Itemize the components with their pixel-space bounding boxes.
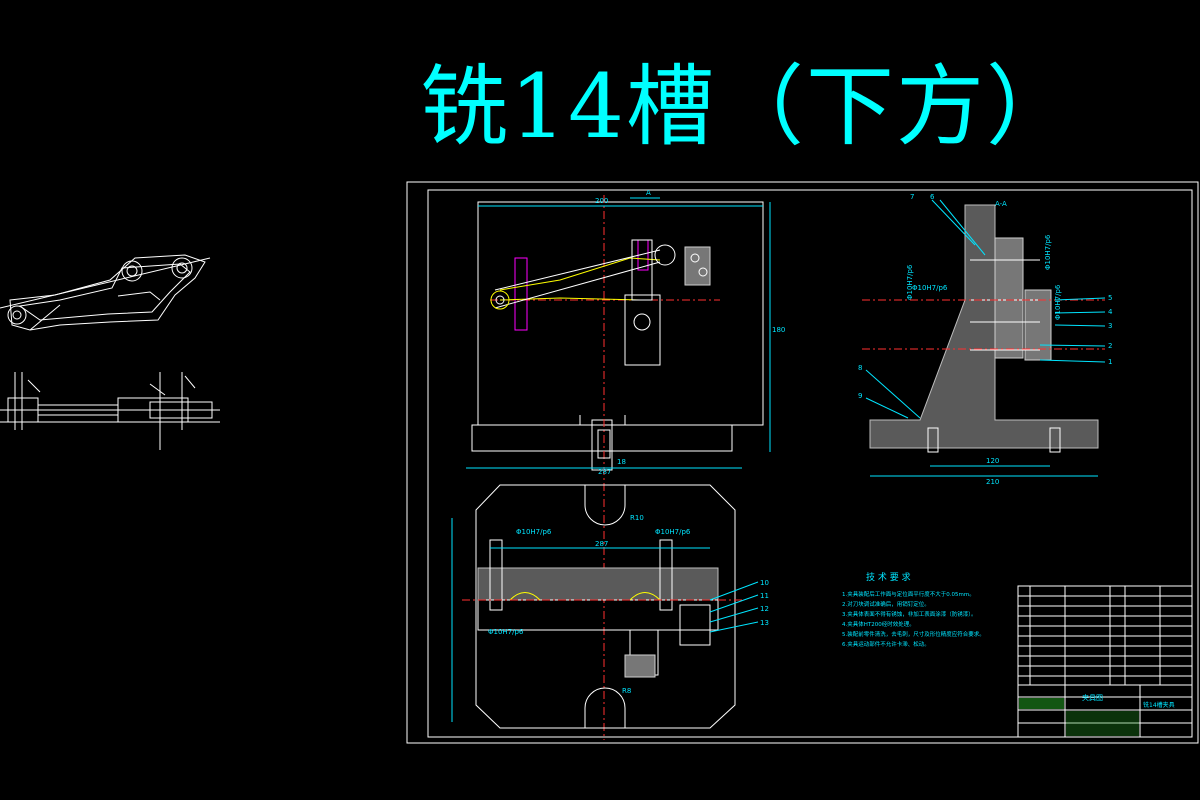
plan-fit-bottom: Φ10H7/p6 (488, 628, 524, 636)
tech-line-4: 4.夹具体HT200经时效处理。 (842, 620, 915, 628)
side-balloon-4: 4 (1108, 308, 1113, 316)
side-balloon-7: 7 (910, 193, 914, 201)
side-fit-4: Φ10H7/p6 (1054, 284, 1062, 320)
part-sketch-plan (0, 372, 220, 450)
side-balloon-2: 2 (1108, 342, 1112, 350)
title-block-part-name: 铣14槽夹具 (1143, 701, 1175, 709)
side-section-view: A-A 120 210 Φ10H7/p6 Φ10H7/p6 Φ10H7/p6 Φ… (858, 193, 1113, 486)
sheet-inner-frame (427, 189, 1193, 738)
section-marker-label: A (646, 189, 651, 197)
part-sketch-elevation (0, 254, 211, 331)
side-balloon-6: 6 (930, 193, 935, 201)
side-section-label: A-A (995, 200, 1007, 208)
plan-radius-bottom: R8 (622, 687, 631, 695)
plan-balloon-12: 12 (760, 605, 769, 613)
plan-fit-right: Φ10H7/p6 (655, 528, 691, 536)
side-balloon-8: 8 (858, 364, 862, 372)
plan-radius-top: R10 (630, 514, 644, 522)
side-balloon-3: 3 (1108, 322, 1112, 330)
side-fit-2: Φ10H7/p6 (912, 284, 948, 292)
side-balloon-9: 9 (858, 392, 862, 400)
plan-balloon-10: 10 (760, 579, 769, 587)
side-fit-3: Φ10H7/p6 (1044, 234, 1052, 270)
side-outer-dim: 210 (986, 478, 999, 486)
front-width-dim: 200 (595, 197, 608, 205)
plan-balloon-13: 13 (760, 619, 769, 627)
front-base-small-dim: 18 (617, 458, 626, 466)
tech-line-6: 6.夹具运动部件不允许卡滞、松动。 (842, 640, 930, 648)
sheet-outer-frame (406, 181, 1199, 744)
tech-line-1: 1.夹具装配后工作面与定位面平行度不大于0.05mm。 (842, 590, 975, 598)
side-balloon-1: 1 (1108, 358, 1112, 366)
front-view: 200 A 180 287 18 (466, 189, 785, 740)
tech-line-2: 2.对刀块调试准确后，用销钉定位。 (842, 600, 930, 608)
title-block-drawing-name: 夹具图 (1082, 693, 1103, 702)
plan-fit-left: Φ10H7/p6 (516, 528, 552, 536)
tech-line-3: 3.夹具体表面不得有锈蚀，非加工表面涂漆（防锈漆）。 (842, 610, 977, 618)
plan-width-dim: 287 (595, 540, 608, 548)
drawing-title: 铣14槽（下方） (420, 55, 1076, 158)
tech-line-5: 5.装配前零件清洗，去毛刺，尺寸及形位精度应符合要求。 (842, 630, 985, 638)
plan-view: 287 Φ10H7/p6 Φ10H7/p6 Φ10H7/p6 R10 R8 10… (451, 484, 769, 729)
side-balloon-5: 5 (1108, 294, 1112, 302)
side-fit-1: Φ10H7/p6 (906, 264, 914, 300)
front-base-width-dim: 287 (598, 468, 611, 476)
title-block: 夹具图 铣14槽夹具 (1017, 585, 1193, 738)
side-inner-dim: 120 (986, 457, 999, 465)
tech-requirements: 技 术 要 求 1.夹具装配后工作面与定位面平行度不大于0.05mm。 2.对刀… (842, 571, 985, 648)
tech-requirements-heading: 技 术 要 求 (866, 571, 911, 583)
plan-balloon-11: 11 (760, 592, 769, 600)
front-height-dim: 180 (772, 326, 785, 334)
